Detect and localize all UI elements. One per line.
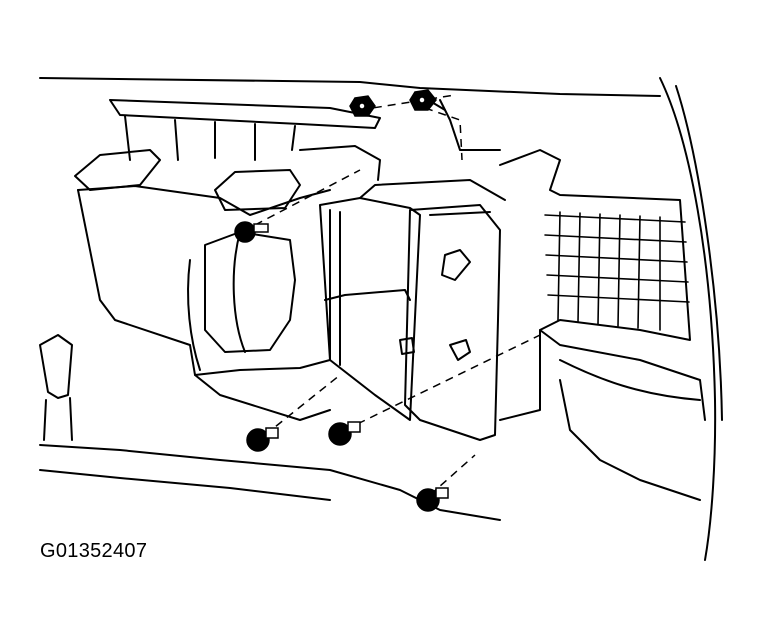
assembly-lines xyxy=(255,95,540,495)
bolt-lower-3 xyxy=(417,488,448,511)
lower-duct xyxy=(560,360,700,500)
bolt-upper-left xyxy=(235,222,268,242)
door-pillar xyxy=(660,78,715,560)
figure-id-label: G01352407 xyxy=(40,540,148,562)
nut-upper-1 xyxy=(350,96,375,116)
side-unit xyxy=(420,95,705,420)
upper-duct xyxy=(75,100,380,210)
blower-case xyxy=(78,186,330,420)
evaporator-housing xyxy=(320,180,505,420)
fasteners xyxy=(235,90,448,511)
door-pillar-inner xyxy=(676,86,722,420)
shift-lever xyxy=(40,335,500,520)
nut-upper-2 xyxy=(410,90,436,110)
bolt-lower-2 xyxy=(329,422,360,445)
front-cover-panel xyxy=(400,205,500,440)
dashboard-edge xyxy=(40,78,660,96)
grille-mesh xyxy=(545,212,689,330)
bolt-lower-1 xyxy=(247,428,278,451)
